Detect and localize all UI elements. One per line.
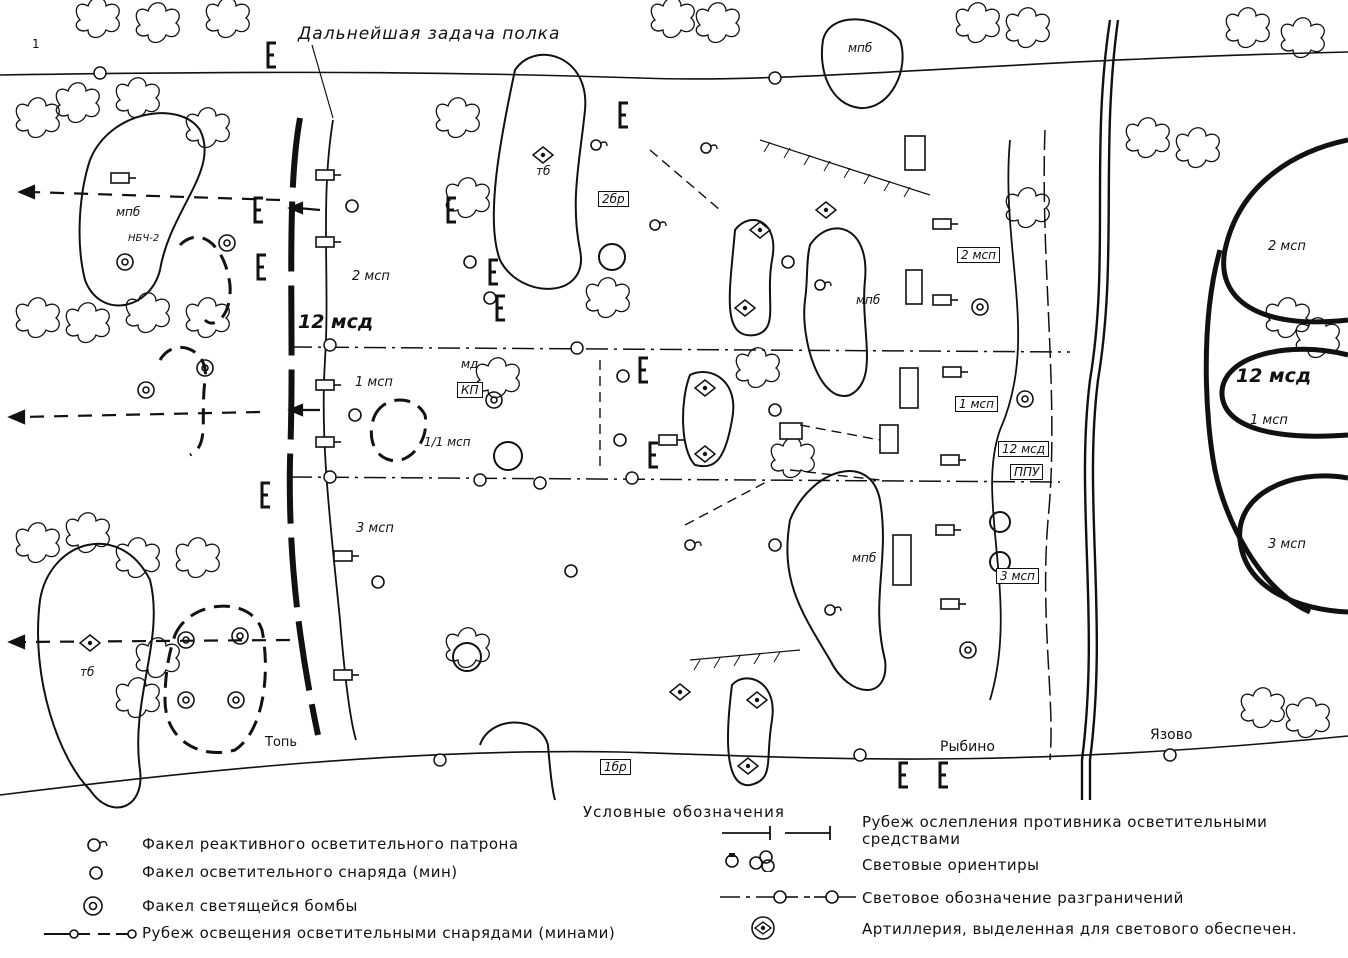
enemy-12msd-box: 12 мсд (998, 441, 1050, 457)
enemy-3msp: 3 мсп (1268, 537, 1306, 552)
light-source-boxes (779, 135, 926, 586)
figure-number: 1 (32, 37, 40, 51)
enemy-ppu-box: ППУ (1010, 464, 1044, 480)
enemy-2msp: 2 мсп (1268, 239, 1306, 254)
command-posts (452, 243, 1011, 672)
unit-md: мд (461, 357, 479, 371)
regiment-line (322, 119, 357, 741)
artillery-icon (751, 916, 775, 940)
legend-title: Условные обозначения (583, 803, 785, 821)
tank-markers (110, 169, 969, 681)
forward-line (286, 117, 321, 736)
river-bank (1088, 19, 1120, 800)
upper-road (0, 51, 1348, 80)
legend-item-artillery: Артиллерия, выделенная для светового обе… (862, 920, 1298, 938)
enemy-front-line (989, 139, 1020, 701)
enemy-2msp-box: 2 мсп (957, 247, 1000, 263)
illumination-line-icon (44, 929, 137, 939)
unit-mpb-left: мпб (116, 205, 141, 219)
legend-item-boundary-line: Световое обозначение разграничений (862, 889, 1184, 907)
dashed-unit-areas (158, 235, 428, 755)
unit-1msp: 1 мсп (355, 375, 393, 390)
task-pointer (311, 44, 334, 119)
unit-mpb-top: мпб (848, 41, 873, 55)
legend-item-light-landmarks: Световые ориентиры (862, 856, 1040, 874)
boundary-line-icon (720, 890, 856, 904)
legend-blinding-symbol (722, 826, 831, 840)
legend-item-illumination-line: Рубеж освещения осветительными снарядами… (142, 924, 616, 942)
unit-2br: 2бр (598, 191, 629, 207)
connector-lines (599, 149, 881, 526)
diamond-markers (79, 146, 837, 775)
forest-clusters (15, 0, 1340, 739)
unit-tb-bottom: тб (80, 665, 95, 679)
unit-3msp: 3 мсп (356, 521, 394, 536)
task-label: Дальнейшая задача полка (298, 24, 561, 44)
legend-item-bomb-flare: Факел светящейся бомбы (142, 897, 358, 915)
enemy-1msp: 1 мсп (1250, 413, 1288, 428)
place-yazovo: Язово (1150, 727, 1193, 743)
unit-1-1msp: 1/1 мсп (424, 435, 471, 449)
legend-item-blinding-line: Рубеж ослепления противника осветительны… (862, 813, 1268, 849)
unit-bmp: НБЧ-2 (128, 233, 160, 244)
bomb-flare-icon (83, 896, 103, 916)
terrain-hatches (689, 139, 931, 661)
unit-2msp: 2 мсп (352, 269, 390, 284)
division-label: 12 мсд (298, 311, 374, 333)
light-landmarks-icon (725, 850, 775, 872)
attack-arrows (7, 184, 321, 650)
unit-tb-top: тб (536, 164, 551, 178)
enemy-3msp-box: 3 мсп (996, 568, 1039, 584)
unit-mpb-bottom: мпб (852, 551, 877, 565)
shell-flare-icon (89, 866, 103, 880)
lower-road (0, 735, 1348, 796)
enemy-positions (1203, 137, 1348, 615)
legend-item-rocket-flare: Факел реактивного осветительного патрона (142, 835, 519, 853)
flare-markers (116, 139, 1034, 709)
place-rybino: Рыбино (940, 739, 995, 755)
unit-1br: 1бр (600, 759, 631, 775)
enemy-division-label: 12 мсд (1236, 365, 1312, 387)
unit-areas (37, 18, 904, 809)
river (1080, 19, 1112, 800)
hatch-ticks (693, 141, 911, 671)
place-top: Топь (265, 735, 298, 750)
boundary-lines (93, 66, 1177, 767)
legend-item-shell-flare: Факел осветительного снаряда (мин) (142, 863, 458, 881)
rocket-flare-icon (87, 838, 108, 852)
unit-mpb-center: мпб (856, 293, 881, 307)
enemy-rear-line (1043, 129, 1053, 761)
unit-kp: КП (457, 382, 483, 398)
enemy-1msp-box: 1 мсп (955, 396, 998, 412)
